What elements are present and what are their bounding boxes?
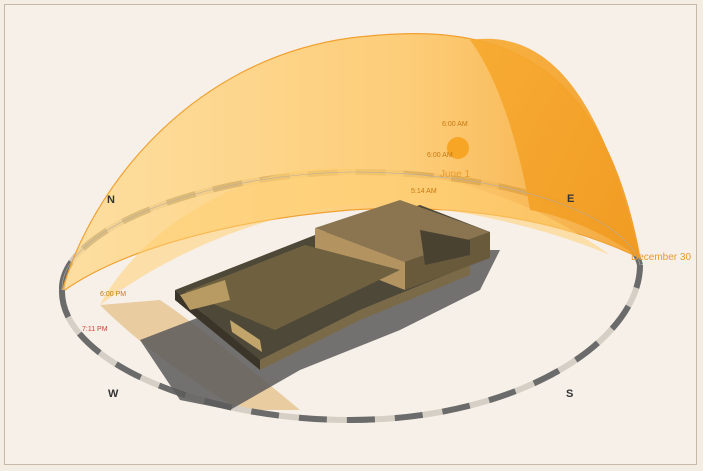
compass-north: N [107,194,115,206]
time-label-sun: 6:00 AM [427,152,453,159]
date-label-december: December 30 [631,252,691,263]
time-label-evening: 6:00 PM [100,291,126,298]
time-label-june-path: 5:14 AM [411,188,437,195]
date-label-june: June 1 [440,169,470,180]
compass-south: S [566,388,573,400]
time-label-sunset: 7:11 PM [82,326,108,333]
compass-east: E [567,193,574,205]
compass-west: W [108,388,119,400]
time-label-top: 6:00 AM [442,121,468,128]
